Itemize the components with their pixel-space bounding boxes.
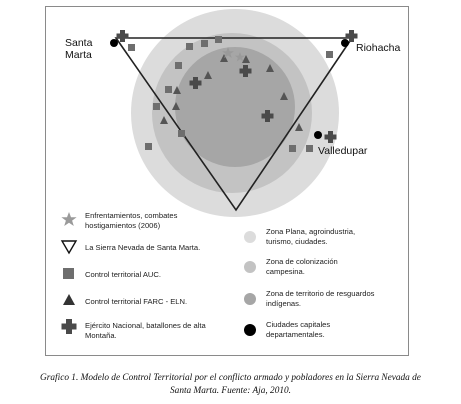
ejercito-cross	[239, 65, 252, 77]
legend-star-icon	[61, 212, 77, 226]
legend-triangle-outline-icon	[60, 240, 78, 255]
valledupar-label: Valledupar	[318, 145, 368, 157]
capital-city-markers	[110, 39, 349, 139]
ejercito-markers	[116, 30, 358, 143]
auc-markers	[128, 36, 333, 152]
legend-square-icon	[63, 268, 74, 279]
enfrentamiento-star	[222, 47, 234, 58]
enfrentamientos-markers	[222, 47, 246, 62]
auc-square	[175, 62, 182, 69]
farc-triangle	[242, 55, 250, 63]
ejercito-cross	[116, 30, 129, 42]
legend-capitales-swatch	[244, 324, 256, 336]
legend-enfrentamientos-line2: hostigamientos (2006)	[85, 220, 161, 230]
auc-square	[326, 51, 333, 58]
farc-triangle	[160, 116, 168, 124]
legend-cross-icon	[61, 319, 77, 334]
legend-colonizacion-line1: Zona de colonización	[266, 257, 338, 266]
legend-zona-plana-swatch	[244, 231, 256, 243]
ejercito-cross	[324, 131, 337, 143]
farc-triangle	[280, 92, 288, 100]
legend-symbols	[60, 212, 256, 336]
figure-caption: Grafico 1. Modelo de Control Territorial…	[6, 372, 455, 397]
legend-resguardos-line1: Zona de territorio de resguardos	[266, 289, 375, 298]
auc-square	[145, 143, 152, 150]
auc-square	[215, 36, 222, 43]
riohacha-label: Riohacha	[356, 42, 401, 54]
legend-ejercito-line2: Montaña.	[85, 330, 117, 340]
santa-marta-line1: Santa	[65, 37, 93, 49]
auc-square	[128, 44, 135, 51]
farc-eln-markers	[160, 54, 303, 131]
auc-square	[153, 103, 160, 110]
legend-capitales-line2: departamentales.	[266, 329, 325, 339]
ejercito-cross	[261, 110, 274, 122]
legend-capitales: Ciudades capitales departamentales.	[266, 320, 330, 339]
legend-resguardos: Zona de territorio de resguardos indígen…	[266, 289, 374, 308]
legend-capitales-line1: Ciudades capitales	[266, 320, 331, 329]
farc-triangle	[173, 86, 181, 94]
auc-square	[289, 145, 296, 152]
legend-colonizacion-line2: campesina.	[266, 266, 305, 276]
legend-triangle-icon	[63, 294, 75, 305]
riohacha-dot	[341, 39, 349, 47]
legend-sierra: La Sierra Nevada de Santa Marta.	[85, 243, 201, 252]
sierra-nevada-triangle	[114, 37, 354, 212]
legend-zona-plana-line1: Zona Plana, agroindustria,	[266, 227, 356, 236]
santa-marta-line2: Marta	[65, 49, 92, 61]
legend-colonizacion: Zona de colonización campesina.	[266, 257, 338, 276]
auc-square	[186, 43, 193, 50]
enfrentamiento-star	[234, 52, 246, 62]
caption-line2: Santa Marta. Fuente: Aja, 2010.	[170, 385, 291, 396]
legend-resguardos-line2: indígenas.	[266, 298, 302, 308]
legend-auc: Control territorial AUC.	[85, 270, 161, 279]
farc-triangle	[266, 64, 274, 72]
auc-square	[165, 86, 172, 93]
ejercito-cross	[345, 30, 358, 42]
auc-square	[306, 145, 313, 152]
auc-square	[201, 40, 208, 47]
legend-ejercito: Ejército Nacional, batallones de alta Mo…	[85, 321, 206, 340]
legend-enfrentamientos-line1: Enfrentamientos, combates	[85, 211, 178, 220]
auc-square	[178, 130, 185, 137]
farc-triangle	[220, 54, 228, 62]
legend-farc: Control territorial FARC - ELN.	[85, 297, 188, 306]
legend-ejercito-line1: Ejército Nacional, batallones de alta	[85, 321, 206, 330]
legend-enfrentamientos: Enfrentamientos, combates hostigamientos…	[85, 211, 177, 230]
legend-zona-plana-line2: turismo, ciudades.	[266, 236, 328, 246]
legend-colonizacion-swatch	[244, 261, 256, 273]
legend-resguardos-swatch	[244, 293, 256, 305]
figure-frame	[45, 6, 409, 356]
santa-marta-label: Santa Marta	[65, 37, 92, 61]
ejercito-cross	[189, 77, 202, 89]
farc-triangle	[172, 102, 180, 110]
legend-zona-plana: Zona Plana, agroindustria, turismo, ciud…	[266, 227, 355, 246]
caption-line1: Grafico 1. Modelo de Control Territorial…	[40, 373, 421, 383]
farc-triangle	[295, 123, 303, 131]
farc-triangle	[204, 71, 212, 79]
valledupar-dot	[314, 131, 322, 139]
santa-marta-dot	[110, 39, 118, 47]
